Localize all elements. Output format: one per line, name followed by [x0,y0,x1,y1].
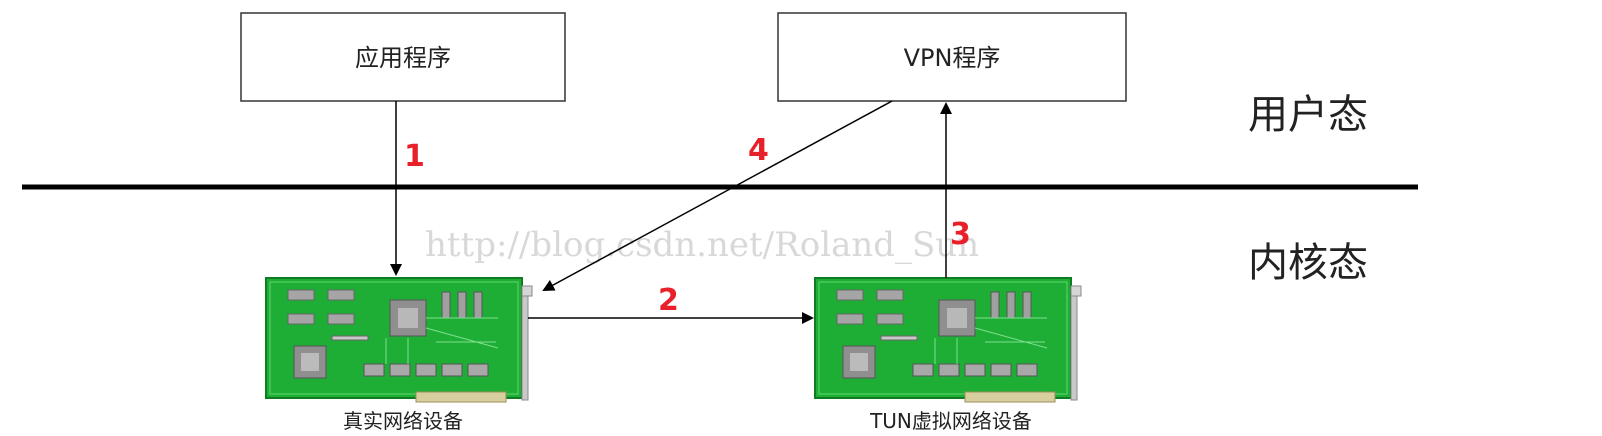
watermark-text: http://blog.csdn.net/Roland_Sun [425,225,979,265]
kernel-mode-label: 内核态 [1248,240,1368,286]
step-1-label: 1 [404,139,425,174]
tun-virtual-device-card [814,277,1082,403]
app-program-label: 应用程序 [355,44,451,72]
real-network-device-card [265,277,533,403]
step-2-label: 2 [658,283,679,318]
step-3-label: 3 [950,217,971,252]
step-4-label: 4 [748,133,769,168]
user-mode-label: 用户态 [1248,92,1368,138]
arrow-step-4 [542,100,893,291]
vpn-program-box: VPN程序 [777,12,1127,102]
vpn-program-label: VPN程序 [904,44,1001,72]
real-device-label: 真实网络设备 [343,409,463,433]
tun-device-label: TUN虚拟网络设备 [869,409,1032,433]
app-program-box: 应用程序 [240,12,566,102]
